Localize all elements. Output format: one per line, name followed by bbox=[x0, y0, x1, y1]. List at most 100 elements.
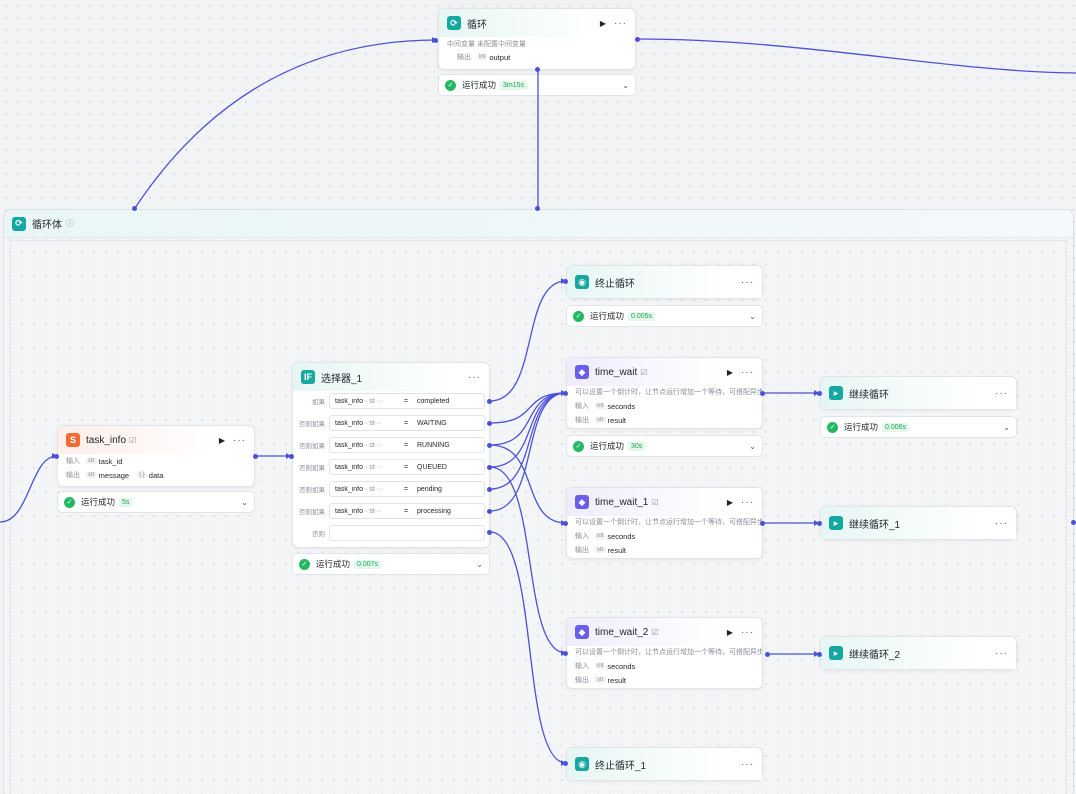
loop-status-bar[interactable]: ✓ 运行成功 3m15s ⌄ bbox=[438, 74, 636, 96]
time-wait-2-node[interactable]: ◆ time_wait_2 ☑ ▶ ··· 可以设置一个倒计时，让节点运行增加一… bbox=[566, 617, 763, 689]
more-icon[interactable]: ··· bbox=[995, 387, 1008, 399]
condition-field[interactable]: task_info · st···=pending bbox=[329, 481, 485, 497]
run-icon[interactable]: ▶ bbox=[726, 497, 733, 507]
continue-loop-2-node[interactable]: ▸ 继续循环_2 ··· bbox=[820, 636, 1017, 670]
chevron-down-icon[interactable]: ⌄ bbox=[749, 441, 756, 451]
port-handle[interactable] bbox=[563, 761, 568, 766]
port-handle[interactable] bbox=[535, 67, 540, 72]
stop-icon: ◉ bbox=[575, 275, 589, 289]
port-handle[interactable] bbox=[487, 530, 492, 535]
port-handle[interactable] bbox=[760, 391, 765, 396]
port-handle[interactable] bbox=[563, 279, 568, 284]
port-handle[interactable] bbox=[563, 391, 568, 396]
break-loop-status-bar[interactable]: ✓ 运行成功 0.005s ⌄ bbox=[566, 305, 763, 327]
condition-field[interactable]: task_info · st···=completed bbox=[329, 393, 485, 409]
condition-operator: = bbox=[403, 507, 409, 515]
time-wait-status-bar[interactable]: ✓ 运行成功 30s ⌄ bbox=[566, 435, 763, 457]
chevron-down-icon[interactable]: ⌄ bbox=[749, 311, 756, 321]
port-handle[interactable] bbox=[253, 454, 258, 459]
port-handle[interactable] bbox=[1071, 520, 1076, 525]
port-handle[interactable] bbox=[54, 454, 59, 459]
break-loop-1-header: ◉ 终止循环_1 ··· bbox=[567, 748, 762, 780]
port-handle[interactable] bbox=[487, 509, 492, 514]
port-handle[interactable] bbox=[535, 206, 540, 211]
run-icon[interactable]: ▶ bbox=[726, 627, 733, 637]
break-loop-1-node[interactable]: ◉ 终止循环_1 ··· bbox=[566, 747, 763, 781]
task-info-status-bar[interactable]: ✓ 运行成功 5s ⌄ bbox=[57, 491, 255, 513]
more-icon[interactable]: ··· bbox=[995, 647, 1008, 659]
port-handle[interactable] bbox=[487, 465, 492, 470]
continue-loop-1-node[interactable]: ▸ 继续循环_1 ··· bbox=[820, 506, 1017, 540]
condition-value: QUEUED bbox=[417, 463, 447, 471]
break-loop-node[interactable]: ◉ 终止循环 ··· bbox=[566, 265, 763, 299]
break-loop-title: 终止循环 bbox=[595, 278, 635, 290]
selector-status-bar[interactable]: ✓ 运行成功 0.007s ⌄ bbox=[292, 553, 490, 575]
run-icon[interactable]: ▶ bbox=[218, 435, 225, 445]
more-icon[interactable]: ··· bbox=[468, 371, 481, 383]
condition-field[interactable]: task_info · st···=RUNNING bbox=[329, 437, 485, 453]
time-wait-1-node[interactable]: ◆ time_wait_1 ☑ ▶ ··· 可以设置一个倒计时，让节点运行增加一… bbox=[566, 487, 763, 559]
run-icon[interactable]: ▶ bbox=[599, 18, 606, 28]
port-handle[interactable] bbox=[487, 421, 492, 426]
more-icon[interactable]: ··· bbox=[741, 496, 754, 508]
continue-loop-node[interactable]: ▸ 继续循环 ··· bbox=[820, 376, 1017, 410]
duration-badge: 5s bbox=[119, 497, 133, 507]
time-wait-title: time_wait bbox=[595, 366, 638, 378]
port-handle[interactable] bbox=[433, 38, 438, 43]
duration-badge: 0.007s bbox=[354, 559, 382, 569]
condition-field[interactable]: task_info · st···=processing bbox=[329, 503, 485, 519]
condition-value: completed bbox=[417, 397, 450, 405]
edit-icon[interactable]: ☑ bbox=[640, 367, 648, 377]
chevron-down-icon[interactable]: ⌄ bbox=[241, 497, 248, 507]
port-handle[interactable] bbox=[487, 487, 492, 492]
info-icon[interactable]: ⓘ bbox=[66, 219, 74, 228]
else-row: 否则 bbox=[293, 525, 491, 541]
continue-loop-status-bar[interactable]: ✓ 运行成功 0.006s ⌄ bbox=[820, 416, 1017, 438]
chevron-down-icon[interactable]: ⌄ bbox=[476, 559, 483, 569]
port-handle[interactable] bbox=[760, 521, 765, 526]
edit-icon[interactable]: ☑ bbox=[651, 627, 659, 637]
port-handle[interactable] bbox=[487, 399, 492, 404]
time-wait-2-desc: 可以设置一个倒计时，让节点运行增加一个等待，可搭配异步··· bbox=[575, 649, 762, 656]
port-handle[interactable] bbox=[635, 37, 640, 42]
edit-icon[interactable]: ☑ bbox=[651, 497, 659, 507]
edge-loop-out bbox=[637, 38, 1076, 74]
port-handle[interactable] bbox=[563, 521, 568, 526]
chevron-down-icon[interactable]: ⌄ bbox=[1003, 422, 1010, 432]
port-handle[interactable] bbox=[817, 521, 822, 526]
else-field[interactable] bbox=[329, 525, 485, 541]
port-handle[interactable] bbox=[487, 443, 492, 448]
more-icon[interactable]: ··· bbox=[233, 434, 246, 446]
port-handle[interactable] bbox=[132, 206, 137, 211]
more-icon[interactable]: ··· bbox=[741, 276, 754, 288]
more-icon[interactable]: ··· bbox=[995, 517, 1008, 529]
more-icon[interactable]: ··· bbox=[614, 17, 627, 29]
port-handle[interactable] bbox=[563, 651, 568, 656]
time-wait-node[interactable]: ◆ time_wait ☑ ▶ ··· 可以设置一个倒计时，让节点运行增加一个等… bbox=[566, 357, 763, 429]
more-icon[interactable]: ··· bbox=[741, 626, 754, 638]
port-handle[interactable] bbox=[817, 652, 822, 657]
continue-loop-title: 继续循环 bbox=[849, 389, 889, 401]
more-icon[interactable]: ··· bbox=[741, 758, 754, 770]
chevron-down-icon[interactable]: ⌄ bbox=[622, 80, 629, 90]
time-wait-desc: 可以设置一个倒计时，让节点运行增加一个等待，可搭配异步··· bbox=[575, 389, 762, 396]
run-icon[interactable]: ▶ bbox=[726, 367, 733, 377]
port-handle[interactable] bbox=[817, 391, 822, 396]
more-icon[interactable]: ··· bbox=[741, 366, 754, 378]
condition-variable: task_info · st··· bbox=[335, 485, 382, 493]
port-handle[interactable] bbox=[765, 652, 770, 657]
edit-icon[interactable]: ☑ bbox=[129, 435, 137, 445]
condition-operator: = bbox=[403, 441, 409, 449]
continue-icon: ▸ bbox=[829, 386, 843, 400]
condition-field[interactable]: task_info · st···=WAITING bbox=[329, 415, 485, 431]
port-handle[interactable] bbox=[289, 454, 294, 459]
condition-field[interactable]: task_info · st···=QUEUED bbox=[329, 459, 485, 475]
time-wait-1-header: ◆ time_wait_1 ☑ ▶ ··· bbox=[567, 488, 762, 516]
